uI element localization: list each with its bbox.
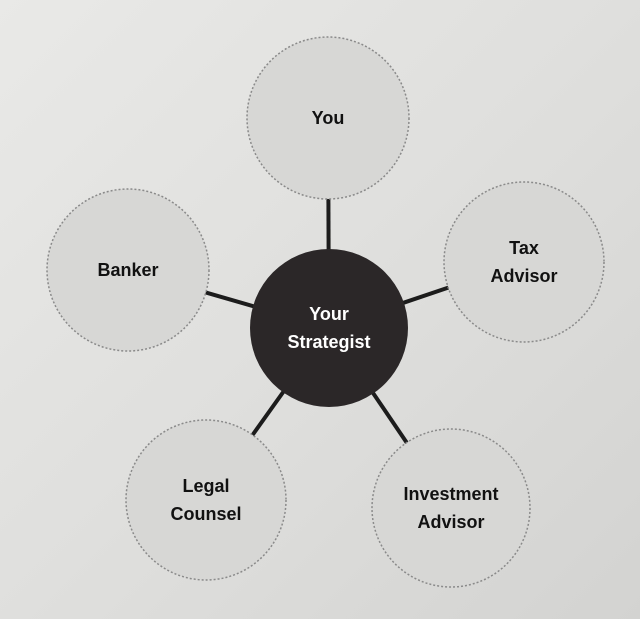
node-you-circle bbox=[246, 36, 410, 200]
node-tax-advisor-label-line-1: Tax bbox=[509, 238, 539, 258]
node-tax-advisor-label-line-2: Advisor bbox=[490, 266, 557, 286]
connector-group bbox=[203, 196, 451, 446]
node-banker: Banker bbox=[46, 188, 210, 352]
node-investment-advisor-label-line-1: Investment bbox=[403, 484, 498, 504]
node-banker-label-line-1: Banker bbox=[97, 260, 158, 280]
node-group: YouTaxAdvisorInvestmentAdvisorLegalCouns… bbox=[46, 36, 605, 588]
connector-tax-advisor bbox=[401, 285, 451, 306]
connector-investment-advisor bbox=[370, 390, 410, 446]
node-you: You bbox=[246, 36, 410, 200]
node-banker-circle bbox=[46, 188, 210, 352]
node-investment-advisor-circle bbox=[371, 428, 531, 588]
node-tax-advisor-circle bbox=[443, 181, 605, 343]
node-legal-counsel-label-line-2: Counsel bbox=[170, 504, 241, 524]
node-you-label-line-1: You bbox=[312, 108, 345, 128]
node-investment-advisor-label-line-2: Advisor bbox=[417, 512, 484, 532]
node-strategist-label-line-2: Strategist bbox=[287, 332, 370, 352]
node-strategist-label-line-1: Your bbox=[309, 304, 349, 324]
node-legal-counsel-circle bbox=[125, 419, 287, 581]
connector-legal-counsel bbox=[249, 389, 286, 438]
node-strategist-circle bbox=[250, 249, 408, 407]
node-legal-counsel-label-line-1: Legal bbox=[182, 476, 229, 496]
connector-banker bbox=[203, 289, 256, 309]
